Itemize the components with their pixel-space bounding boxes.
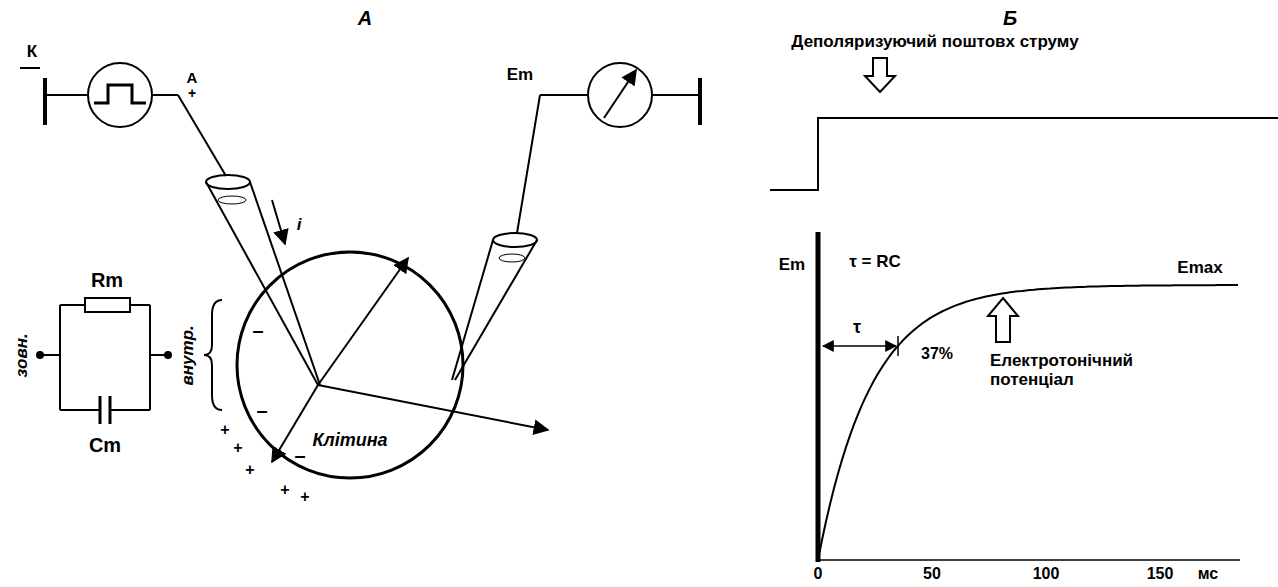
- tau-arrow: [823, 345, 896, 347]
- pipette: [250, 182, 320, 385]
- wire: [152, 94, 178, 96]
- terminal-label: А: [187, 70, 198, 87]
- axis-label: Em: [779, 256, 805, 275]
- y-axis: [816, 232, 821, 562]
- pipette-rim: [493, 233, 537, 247]
- charge-sign: +: [280, 481, 289, 499]
- charge-sign: +: [220, 421, 229, 439]
- curve-note: Електротонічний потенціал: [990, 352, 1133, 389]
- membrane-bracket: [204, 300, 222, 410]
- current-arrow: [318, 258, 408, 385]
- tick-label: 150: [1147, 565, 1174, 583]
- unit-label: мс: [1198, 565, 1219, 583]
- equation-label: τ = RC: [849, 253, 901, 272]
- side-label: внутр.: [179, 325, 198, 385]
- signal-name: Em: [507, 66, 533, 85]
- current-arrow: [318, 385, 548, 430]
- cell-circle: Клітина: [235, 250, 465, 480]
- charge-sign: –: [256, 399, 267, 421]
- charge-sign: +: [245, 461, 254, 479]
- charge-sign: –: [252, 319, 263, 341]
- polarity-sign: +: [188, 86, 196, 101]
- ground-line: [698, 78, 702, 125]
- cell-membrane: [237, 252, 463, 478]
- tick-label: 100: [1033, 565, 1060, 583]
- pipette-inner: [499, 254, 525, 262]
- x-axis: [818, 559, 1240, 561]
- ground-line: [43, 78, 47, 125]
- pipette: [206, 182, 318, 385]
- wire: [517, 95, 540, 233]
- wire: [540, 94, 588, 96]
- resistor-symbol: [85, 298, 130, 312]
- pipette: [452, 240, 493, 380]
- pipette: [455, 240, 537, 380]
- side-label: зовн.: [13, 333, 32, 377]
- tau-tick: [897, 336, 899, 356]
- component-label: Cm: [89, 434, 121, 456]
- component-label: Rm: [91, 269, 123, 291]
- terminal-label: К: [27, 43, 37, 62]
- charge-sign: +: [233, 439, 242, 457]
- current-step: [770, 118, 1278, 190]
- wire: [45, 94, 88, 96]
- percent-label: 37%: [921, 345, 953, 363]
- charge-sign: –: [294, 444, 305, 466]
- voltmeter-symbol: [588, 63, 652, 127]
- electrotonic-curve: [818, 285, 1238, 560]
- capacitor-symbol: [109, 396, 112, 424]
- stimulus-title: Деполяризуючий поштовх струму: [791, 33, 1078, 52]
- panel-letter: А: [358, 7, 372, 29]
- axis-label: Emax: [1177, 259, 1222, 278]
- stimulator-symbol: [88, 63, 152, 127]
- pipette-inner: [218, 196, 246, 204]
- pulse-symbol: [94, 85, 146, 103]
- tau-label: τ: [853, 318, 861, 338]
- hollow-arrow: [988, 298, 1018, 342]
- current-label: i: [297, 216, 302, 235]
- ground-bar: [20, 67, 40, 69]
- hollow-arrow: [865, 58, 895, 92]
- rc-wires: [40, 305, 168, 410]
- current-arrow: [272, 200, 285, 244]
- wire: [652, 94, 700, 96]
- capacitor-symbol: [99, 396, 102, 424]
- charge-sign: +: [300, 488, 309, 506]
- meter-needle: [604, 70, 636, 118]
- cell-label: Клітина: [312, 430, 387, 451]
- tick-label: 50: [923, 565, 941, 583]
- wire: [178, 95, 226, 176]
- panel-letter: Б: [1003, 7, 1017, 29]
- tick-label: 0: [814, 565, 823, 583]
- pipette-rim: [206, 175, 250, 189]
